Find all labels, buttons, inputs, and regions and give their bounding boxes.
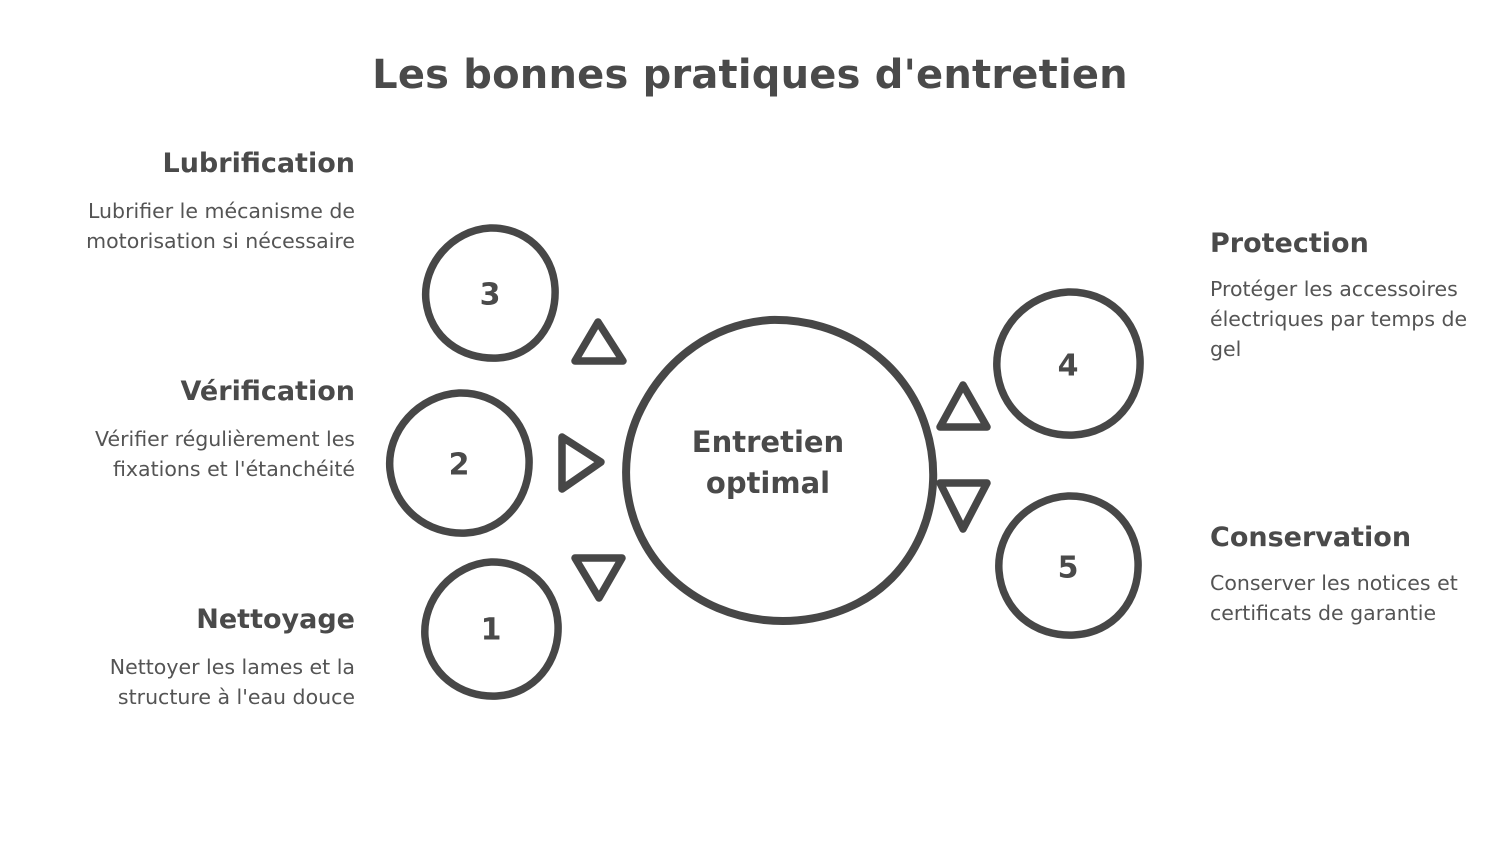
description-lubrification: Lubrifier le mécanisme de motorisation s… bbox=[86, 198, 355, 253]
description-protection: Protéger les accessoires électriques par… bbox=[1210, 276, 1468, 362]
heading-verification: Vérification bbox=[180, 376, 355, 407]
text-block-conservation: Conservation Conserver les notices et ce… bbox=[1210, 522, 1500, 628]
heading-protection: Protection bbox=[1210, 228, 1369, 259]
description-nettoyage: Nettoyer les lames et la structure à l'e… bbox=[109, 654, 355, 709]
node-circle-4[interactable]: 4 bbox=[993, 288, 1144, 439]
description-verification: Vérifier régulièrement les fixations et … bbox=[95, 426, 355, 481]
heading-lubrification: Lubrification bbox=[162, 148, 356, 179]
center-label-line2: optimal bbox=[706, 466, 830, 500]
node-circle-2[interactable]: 2 bbox=[386, 389, 533, 537]
text-block-lubrification: Lubrification Lubrifier le mécanisme de … bbox=[30, 148, 355, 256]
node-number-3: 3 bbox=[480, 278, 501, 313]
heading-nettoyage: Nettoyage bbox=[196, 604, 355, 635]
node-circle-1[interactable]: 1 bbox=[421, 558, 562, 700]
node-number-5: 5 bbox=[1058, 551, 1079, 586]
center-label-line1: Entretien bbox=[692, 425, 844, 459]
text-block-nettoyage: Nettoyage Nettoyer les lames et la struc… bbox=[30, 604, 355, 712]
description-conservation: Conserver les notices et certificats de … bbox=[1210, 570, 1458, 625]
node-number-1: 1 bbox=[481, 613, 502, 648]
triangle-right-icon-node2 bbox=[558, 433, 605, 493]
center-node[interactable]: Entretien optimal bbox=[622, 315, 938, 626]
node-number-4: 4 bbox=[1058, 349, 1079, 384]
text-block-protection: Protection Protéger les accessoires élec… bbox=[1210, 228, 1490, 364]
heading-conservation: Conservation bbox=[1210, 522, 1412, 553]
triangle-down-icon-node1 bbox=[571, 554, 626, 602]
node-number-2: 2 bbox=[449, 448, 470, 483]
triangle-down-icon-node5 bbox=[936, 479, 991, 533]
triangle-up-icon-node4 bbox=[936, 381, 991, 431]
page-title: Les bonnes pratiques d'entretien bbox=[372, 52, 1128, 98]
triangle-up-icon-node3 bbox=[571, 318, 627, 365]
node-circle-3[interactable]: 3 bbox=[421, 224, 559, 362]
text-block-verification: Vérification Vérifier régulièrement les … bbox=[30, 376, 355, 484]
node-circle-5[interactable]: 5 bbox=[995, 492, 1142, 639]
